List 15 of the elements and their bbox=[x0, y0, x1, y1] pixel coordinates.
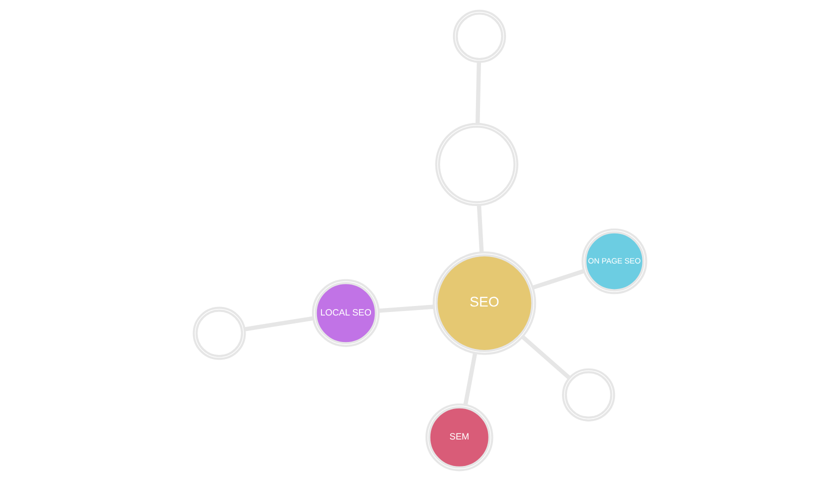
connector bbox=[475, 62, 481, 124]
node-circle bbox=[192, 306, 246, 360]
node-circle bbox=[434, 122, 518, 206]
connector bbox=[520, 335, 570, 380]
node-circle bbox=[562, 368, 615, 422]
connector bbox=[532, 269, 584, 290]
connector bbox=[378, 304, 434, 313]
connector bbox=[476, 204, 484, 253]
node-circle: SEO bbox=[432, 251, 536, 355]
connector bbox=[462, 352, 477, 406]
connector bbox=[244, 316, 314, 332]
node-circle: SEM bbox=[424, 403, 493, 472]
node-circle: LOCAL SEO bbox=[311, 279, 380, 347]
node-circle bbox=[452, 10, 506, 63]
node-circle: ON PAGE SEO bbox=[581, 228, 647, 294]
